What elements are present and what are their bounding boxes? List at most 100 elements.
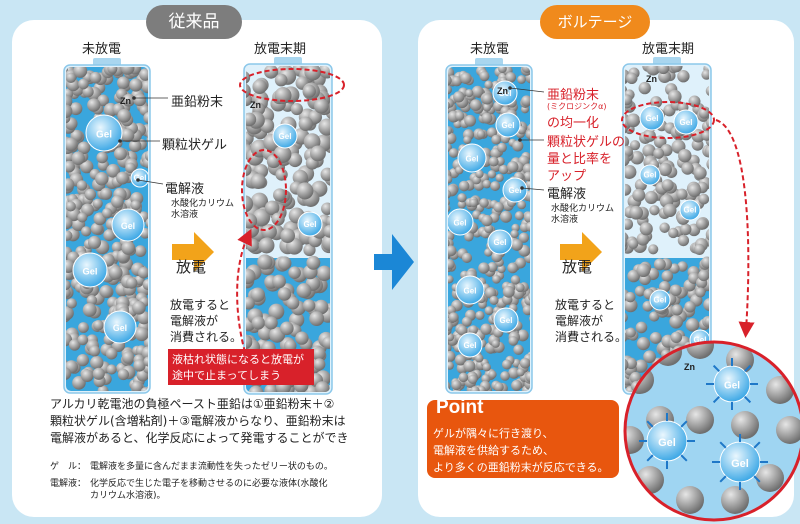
- left-label-zinc: 亜鉛粉末: [171, 95, 224, 110]
- right-note-3: 消費される。: [555, 330, 628, 344]
- leader-dot: [508, 86, 512, 90]
- left-col2-header: 放電末期: [254, 42, 307, 57]
- zn-label: Zn: [250, 100, 261, 110]
- description-line-3: 電解液があると、化学反応によって発電することができ: [50, 431, 349, 445]
- gel-def-key: ゲ ル：: [50, 462, 87, 472]
- zoom-zn-label: Zn: [684, 362, 695, 372]
- left-warning-box: [168, 349, 314, 385]
- gel-text: Gel: [96, 130, 112, 141]
- left-note-2: 電解液が: [170, 314, 219, 328]
- right-badge: ボルテージ: [540, 5, 650, 39]
- left-label-electrolyte: 電解液: [165, 182, 205, 197]
- left-label-electrolyte-sub2: 水溶液: [171, 210, 199, 220]
- leader-dot: [520, 186, 524, 190]
- diffusion-tick: [680, 454, 688, 462]
- gel-def: 電解液を多量に含んだまま流動性を失ったゼリー状のもの。: [90, 462, 333, 472]
- leader-line: [521, 187, 545, 191]
- right-zoom-source: [621, 101, 715, 139]
- right-label-zinc: 亜鉛粉末: [547, 88, 600, 103]
- right-col1-header: 未放電: [470, 42, 510, 57]
- gel-text: Gel: [494, 238, 507, 247]
- diffusion-tick: [712, 396, 720, 404]
- right-label-zinc-sub: (ミクロジンクα): [547, 102, 607, 111]
- point-line-3: より多くの亜鉛粉末が反応できる。: [433, 461, 609, 474]
- diffusion-tick: [753, 441, 761, 449]
- left-warning-1: 液枯れ状態になると放電が: [172, 353, 304, 366]
- diffusion-tick: [744, 364, 752, 372]
- left-badge: 従来品: [146, 5, 242, 39]
- diffusion-tick: [719, 441, 727, 449]
- gel-text: Gel: [454, 218, 467, 227]
- diffusion-tick: [753, 475, 761, 483]
- gel-text: Gel: [731, 458, 749, 470]
- diffusion-tick: [646, 420, 654, 428]
- point-line-2: 電解液を供給するため、: [433, 444, 554, 457]
- right-label-electrolyte-sub1: 水酸化カリウム: [551, 204, 615, 214]
- leader-dot: [118, 139, 122, 143]
- gel-text: Gel: [279, 132, 292, 141]
- leader-dot: [136, 178, 140, 182]
- gel-text: Gel: [680, 118, 693, 127]
- gel-text: Gel: [502, 121, 515, 130]
- leader-dot: [518, 138, 522, 142]
- diffusion-tick: [719, 475, 727, 483]
- right-label-gel-2: 量と比率を: [547, 152, 613, 167]
- description-line-2: 顆粒状ゲル(含増粘剤)＋③電解液からなり、亜鉛粉末は: [50, 414, 346, 428]
- right-zoom-arrow: [715, 119, 755, 338]
- left-arrow-label: 放電: [176, 258, 207, 276]
- right-note-1: 放電すると: [555, 298, 616, 312]
- right-col2-header: 放電末期: [642, 42, 695, 57]
- electrolyte-def-2: カリウム水溶液)。: [90, 491, 166, 501]
- transition-arrow: [374, 234, 414, 290]
- right-label-gel-3: アップ: [547, 169, 587, 184]
- left-label-electrolyte-sub1: 水酸化カリウム: [171, 199, 235, 209]
- point-box: [427, 400, 619, 478]
- gel-text: Gel: [646, 114, 659, 123]
- gel-text: Gel: [509, 186, 522, 195]
- leader-line: [509, 87, 545, 93]
- zoom-border: [623, 340, 800, 522]
- left-col1-header: 未放電: [82, 42, 122, 57]
- point-line-1: ゲルが隅々に行き渡り、: [433, 427, 554, 440]
- left-dry-zone-top: [239, 68, 345, 102]
- gel-text: Gel: [684, 206, 697, 215]
- zn-label: Zn: [646, 74, 657, 84]
- gel-text: Gel: [658, 437, 676, 449]
- left-warning-arrow: [236, 228, 252, 353]
- gel-text: Gel: [134, 173, 147, 182]
- right-arrow-label: 放電: [562, 258, 593, 276]
- left-note-3: 消費される。: [170, 330, 243, 344]
- gel-text: Gel: [654, 296, 667, 305]
- leader-line: [137, 179, 164, 185]
- right-discharge-arrow: [560, 232, 602, 272]
- gel-text: Gel: [644, 171, 657, 180]
- right-label-gel-1: 顆粒状ゲルの: [547, 135, 626, 150]
- electrolyte-def-1: 化学反応で生じた電子を移動させるのに必要な液体(水酸化: [90, 479, 328, 489]
- diffusion-tick: [744, 396, 752, 404]
- description-line-1: アルカリ乾電池の負極ペースト亜鉛は①亜鉛粉末＋②: [50, 397, 335, 411]
- right-note-2: 電解液が: [555, 314, 604, 328]
- gel-text: Gel: [694, 336, 707, 345]
- gel-text: Gel: [121, 221, 135, 231]
- left-warning-2: 途中で止まってしまう: [172, 369, 282, 382]
- gel-text: Gel: [464, 287, 477, 296]
- gel-text: Gel: [466, 155, 479, 164]
- right-label-electrolyte: 電解液: [547, 187, 587, 202]
- left-discharge-arrow: [172, 232, 214, 272]
- diffusion-tick: [712, 364, 720, 372]
- electrolyte-def-key: 電解液：: [50, 479, 87, 489]
- diffusion-tick: [646, 454, 654, 462]
- gel-text: Gel: [464, 341, 477, 350]
- leader-dot: [132, 96, 136, 100]
- gel-text: Gel: [724, 381, 740, 392]
- zn-label: Zn: [120, 96, 131, 106]
- diffusion-tick: [680, 420, 688, 428]
- point-title: Point: [436, 397, 484, 418]
- right-label-electrolyte-sub2: 水溶液: [551, 215, 579, 225]
- left-note-1: 放電すると: [170, 298, 231, 312]
- zn-label: Zn: [497, 86, 508, 96]
- gel-text: Gel: [113, 323, 127, 333]
